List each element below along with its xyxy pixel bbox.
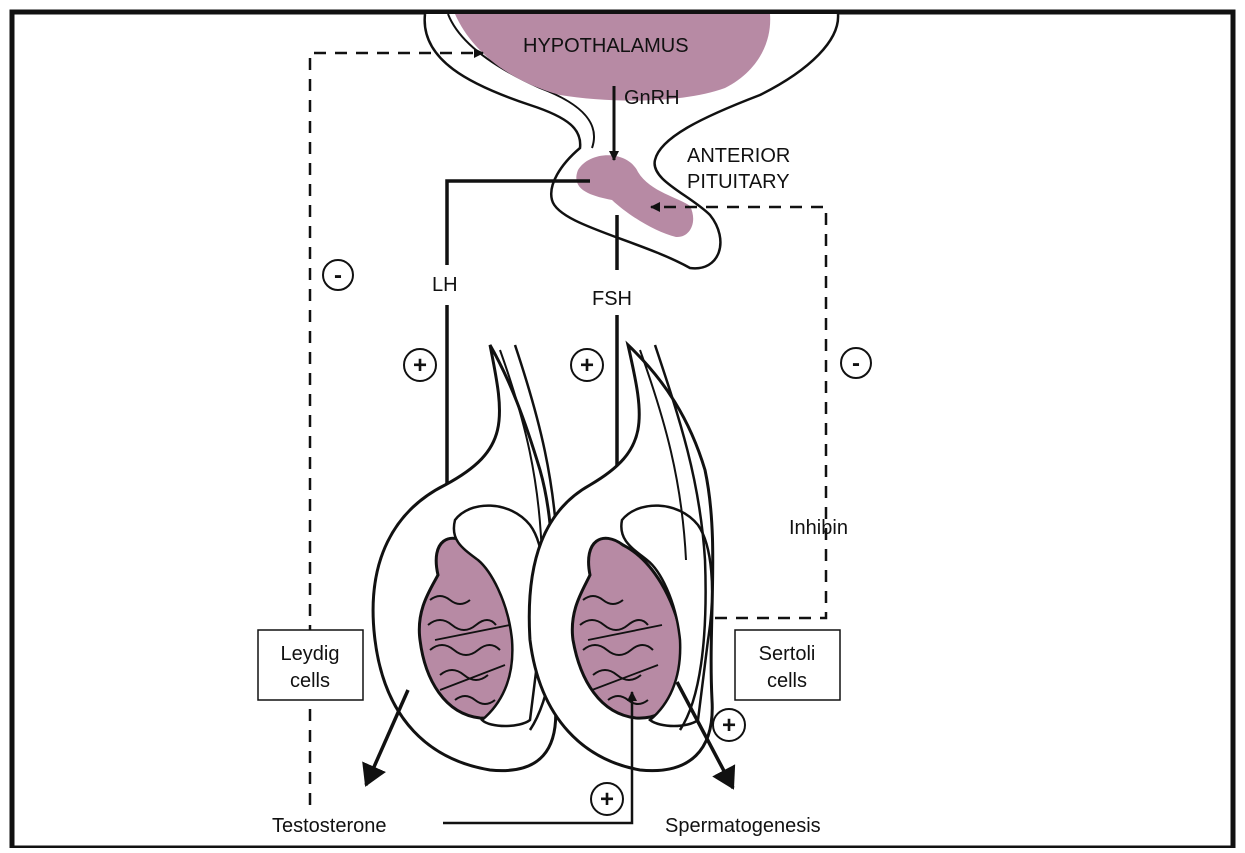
- leydig-label-line2: cells: [290, 670, 330, 692]
- svg-text:+: +: [600, 786, 614, 813]
- gnrh-label: GnRH: [624, 87, 680, 109]
- sertoli-label-line2: cells: [767, 670, 807, 692]
- plus-sign-lh: +: [404, 349, 436, 381]
- inhibin-label: Inhibin: [789, 517, 848, 539]
- spermatogenesis-label: Spermatogenesis: [665, 815, 821, 837]
- plus-sign-testosterone: +: [591, 783, 623, 815]
- leydig-cells-box: Leydig cells: [258, 630, 363, 700]
- svg-text:+: +: [722, 712, 736, 739]
- right-testis: [529, 345, 713, 771]
- testosterone-label: Testosterone: [272, 815, 387, 837]
- fsh-label: FSH: [592, 288, 632, 310]
- anterior-pituitary-label-line1: ANTERIOR: [687, 145, 790, 167]
- hypothalamus-label: HYPOTHALAMUS: [523, 35, 689, 57]
- leydig-label-line1: Leydig: [281, 643, 340, 665]
- sertoli-label-line1: Sertoli: [759, 643, 816, 665]
- testosterone-arrow: [366, 690, 408, 785]
- minus-sign-right: -: [841, 348, 871, 378]
- minus-sign-left: -: [323, 260, 353, 290]
- plus-sign-fsh: +: [571, 349, 603, 381]
- svg-text:+: +: [413, 352, 427, 379]
- sertoli-cells-box: Sertoli cells: [735, 630, 840, 700]
- anterior-pituitary-label-line2: PITUITARY: [687, 171, 790, 193]
- lh-label: LH: [432, 274, 458, 296]
- plus-sign-spermatogenesis: +: [713, 709, 745, 741]
- svg-text:-: -: [334, 262, 342, 289]
- svg-text:-: -: [852, 350, 860, 377]
- svg-text:+: +: [580, 352, 594, 379]
